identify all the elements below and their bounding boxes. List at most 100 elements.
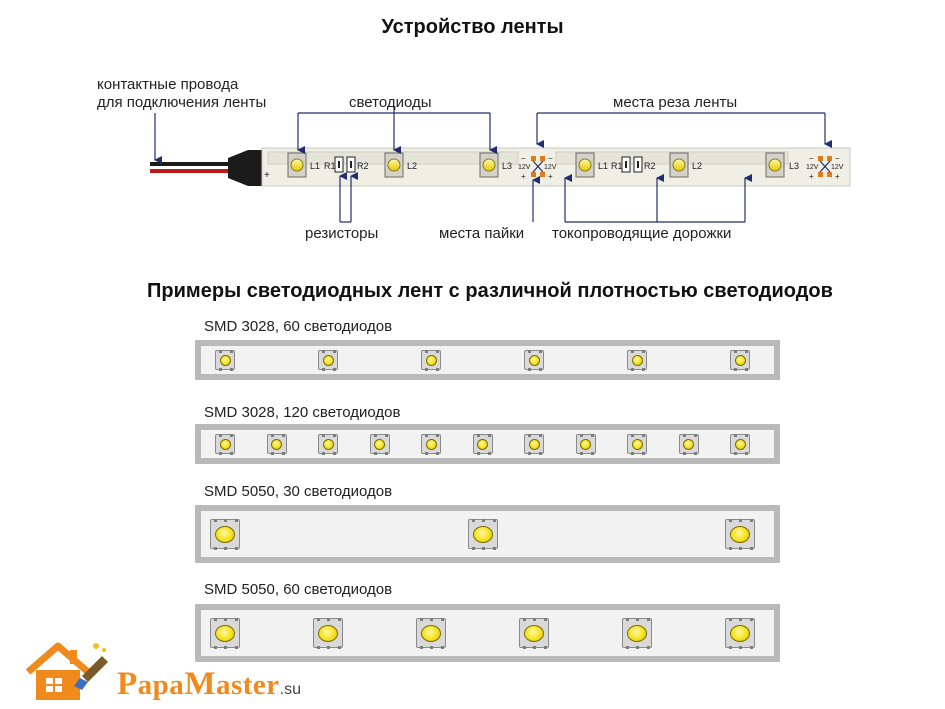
- brand-wordmark[interactable]: PapaMaster.su: [117, 666, 301, 703]
- led-pad: [745, 452, 748, 455]
- led-pad: [729, 618, 732, 621]
- led-chip: [524, 434, 544, 455]
- cut-point-2: 12V 12V + + − −: [806, 154, 844, 181]
- led-chip: [266, 434, 287, 455]
- led-emitter: [528, 438, 540, 450]
- led-pad: [523, 618, 526, 621]
- led-emitter: [734, 354, 746, 366]
- led-pad: [539, 350, 542, 353]
- led-pad: [729, 519, 732, 522]
- led-pad: [631, 368, 634, 371]
- led-pad: [333, 350, 336, 353]
- mark-plus: +: [264, 170, 270, 181]
- device-led-5: [669, 152, 689, 178]
- led-pad: [235, 646, 238, 649]
- led-pad: [373, 434, 377, 437]
- led-pad: [420, 618, 423, 621]
- device-led-2: [384, 152, 404, 178]
- mark-minus: −: [521, 154, 526, 163]
- strip-label: SMD 5050, 30 светодиодов: [204, 483, 393, 500]
- wires-label-line2: для подключения ленты: [97, 94, 267, 111]
- led-pad: [235, 618, 238, 621]
- led-pad: [219, 434, 222, 437]
- led-pad: [281, 452, 285, 455]
- led-pad: [745, 368, 748, 371]
- led-pad: [441, 618, 444, 621]
- led-pad: [745, 434, 748, 437]
- led-emitter: [528, 354, 540, 366]
- led-pad: [224, 547, 227, 550]
- led-pad: [693, 434, 697, 437]
- led-emitter: [580, 438, 591, 450]
- led-pad: [734, 452, 737, 455]
- led-pad: [642, 368, 645, 371]
- led-pad: [270, 434, 274, 437]
- led-pad: [544, 618, 547, 621]
- led-emitter: [631, 354, 643, 366]
- led-pad: [235, 519, 238, 522]
- brand-part: aster: [215, 669, 280, 701]
- cut-mark: [819, 160, 831, 173]
- led-emitter: [683, 438, 694, 450]
- led-pad: [430, 646, 433, 649]
- led-chip: [472, 434, 493, 455]
- led-pad: [471, 519, 475, 522]
- led-pad: [322, 350, 325, 353]
- led-chip: [421, 350, 441, 371]
- led-pad: [528, 350, 531, 353]
- led-pad: [636, 646, 639, 649]
- device-title: Устройство ленты: [381, 16, 564, 38]
- mark-l1: L1: [310, 161, 320, 171]
- brand-part: apa: [137, 669, 185, 701]
- led-pad: [533, 618, 536, 621]
- led-chip: [678, 434, 699, 455]
- led-pad: [327, 618, 330, 621]
- led-pad: [214, 519, 217, 522]
- led-pad: [476, 452, 480, 455]
- led-emitter: [734, 438, 746, 450]
- mark-12v: 12V: [544, 164, 557, 171]
- mark-12v: 12V: [806, 164, 819, 171]
- led-chip: [524, 350, 544, 371]
- led-pad: [528, 434, 531, 437]
- led-pad: [219, 452, 222, 455]
- led-pad: [750, 646, 753, 649]
- led-emitter: [322, 354, 334, 366]
- led-pad: [214, 547, 217, 550]
- led-pad: [476, 434, 480, 437]
- led-emitter: [322, 438, 334, 450]
- led-pad: [333, 434, 336, 437]
- led-pad: [539, 434, 542, 437]
- mark-l3: L3: [502, 161, 512, 171]
- led-emitter: [472, 525, 493, 543]
- mark-minus: −: [835, 154, 840, 163]
- led-pad: [734, 368, 737, 371]
- led-chip: [210, 519, 240, 550]
- led-pad: [317, 618, 320, 621]
- led-strip: [195, 604, 780, 662]
- led-pad: [745, 350, 748, 353]
- mark-l2: L2: [692, 161, 702, 171]
- led-chip: [575, 434, 596, 455]
- led-pad: [219, 368, 222, 371]
- led-pad: [425, 368, 428, 371]
- led-pad: [230, 434, 233, 437]
- led-pad: [481, 519, 485, 522]
- led-pad: [626, 646, 629, 649]
- mark-plus: +: [548, 172, 553, 181]
- led-pad: [384, 452, 388, 455]
- led-pad: [338, 646, 341, 649]
- led-pad: [626, 618, 629, 621]
- device-led-3: [479, 152, 499, 178]
- led-emitter: [219, 354, 231, 366]
- mark-r2: R2: [357, 161, 369, 171]
- led-pad: [631, 434, 634, 437]
- mark-l1: L1: [598, 161, 608, 171]
- density-title: Примеры светодиодных лент с различной пл…: [147, 280, 833, 302]
- led-pad: [430, 618, 433, 621]
- led-emitter: [425, 354, 437, 366]
- mark-plus: +: [809, 172, 814, 181]
- led-pad: [590, 434, 594, 437]
- led-pad: [492, 519, 496, 522]
- led-chip: [313, 618, 343, 649]
